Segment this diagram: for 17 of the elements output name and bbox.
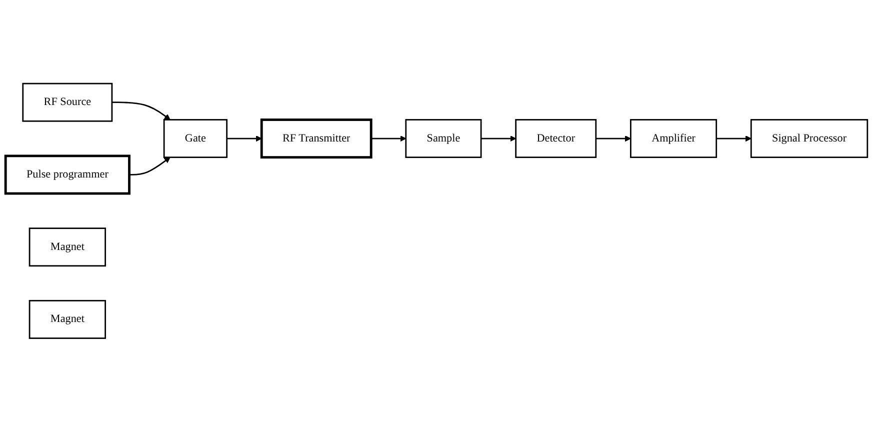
- arrow: [129, 157, 170, 176]
- arrow: [371, 136, 406, 142]
- node-box: Sample: [405, 119, 482, 158]
- arrow: [112, 102, 170, 120]
- arrow: [596, 136, 631, 142]
- node-box: Magnet: [28, 300, 106, 340]
- node-box: Pulse programmer: [4, 154, 130, 195]
- node-box: RF Transmitter: [260, 118, 372, 159]
- arrow: [481, 136, 516, 142]
- arrow: [716, 136, 752, 142]
- node-box: Detector: [515, 119, 597, 158]
- node-box: Gate: [163, 119, 228, 158]
- arrow: [226, 136, 262, 142]
- node-box: Magnet: [28, 228, 106, 267]
- node-box: RF Source: [22, 82, 113, 122]
- node-box: Amplifier: [630, 119, 718, 158]
- node-box: Signal Processor: [750, 119, 868, 158]
